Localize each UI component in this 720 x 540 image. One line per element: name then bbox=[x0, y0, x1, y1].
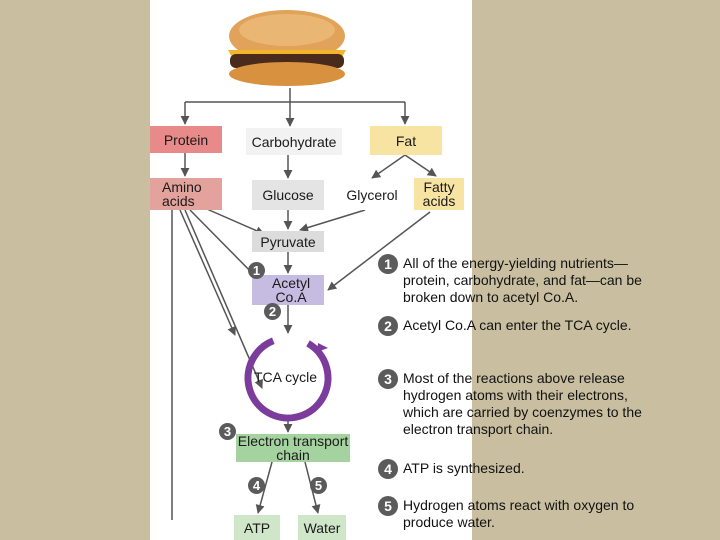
glucose-node: Glucose bbox=[252, 180, 324, 210]
note-4-text: ATP is synthesized. bbox=[403, 460, 525, 476]
step-marker-5: 5 bbox=[310, 477, 327, 494]
tca-cycle-ring bbox=[244, 334, 332, 422]
carbohydrate-node: Carbohydrate bbox=[246, 128, 342, 155]
note-3-text: Most of the reactions above release hydr… bbox=[403, 370, 642, 437]
note-1-text: All of the energy-yielding nutrients—pro… bbox=[403, 255, 642, 305]
note-number-1: 1 bbox=[378, 254, 398, 274]
note-5-text: Hydrogen atoms react with oxygen to prod… bbox=[403, 497, 635, 530]
tca-cycle-label: TCA cycle bbox=[254, 369, 318, 385]
note-number-2: 2 bbox=[378, 316, 398, 336]
note-2-text: Acetyl Co.A can enter the TCA cycle. bbox=[403, 317, 632, 333]
fatty-acids-node: Fatty acids bbox=[414, 178, 464, 210]
water-node: Water bbox=[298, 515, 346, 540]
glycerol-node: Glycerol bbox=[340, 180, 404, 210]
burger-icon bbox=[228, 10, 346, 86]
amino-acids-node: Amino acids bbox=[150, 178, 222, 210]
note-number-5: 5 bbox=[378, 496, 398, 516]
electron-transport-node: Electron transport chain bbox=[236, 433, 350, 463]
step-marker-4: 4 bbox=[248, 477, 265, 494]
note-number-3: 3 bbox=[378, 369, 398, 389]
step-marker-1: 1 bbox=[248, 262, 265, 279]
note-number-4: 4 bbox=[378, 459, 398, 479]
pyruvate-node: Pyruvate bbox=[252, 231, 324, 252]
step-marker-3: 3 bbox=[219, 423, 236, 440]
fat-node: Fat bbox=[370, 126, 442, 155]
acetyl-coa-node: Acetyl Co.A bbox=[252, 275, 324, 305]
atp-node: ATP bbox=[234, 515, 280, 540]
step-marker-2: 2 bbox=[264, 303, 281, 320]
protein-node: Protein bbox=[150, 126, 222, 153]
